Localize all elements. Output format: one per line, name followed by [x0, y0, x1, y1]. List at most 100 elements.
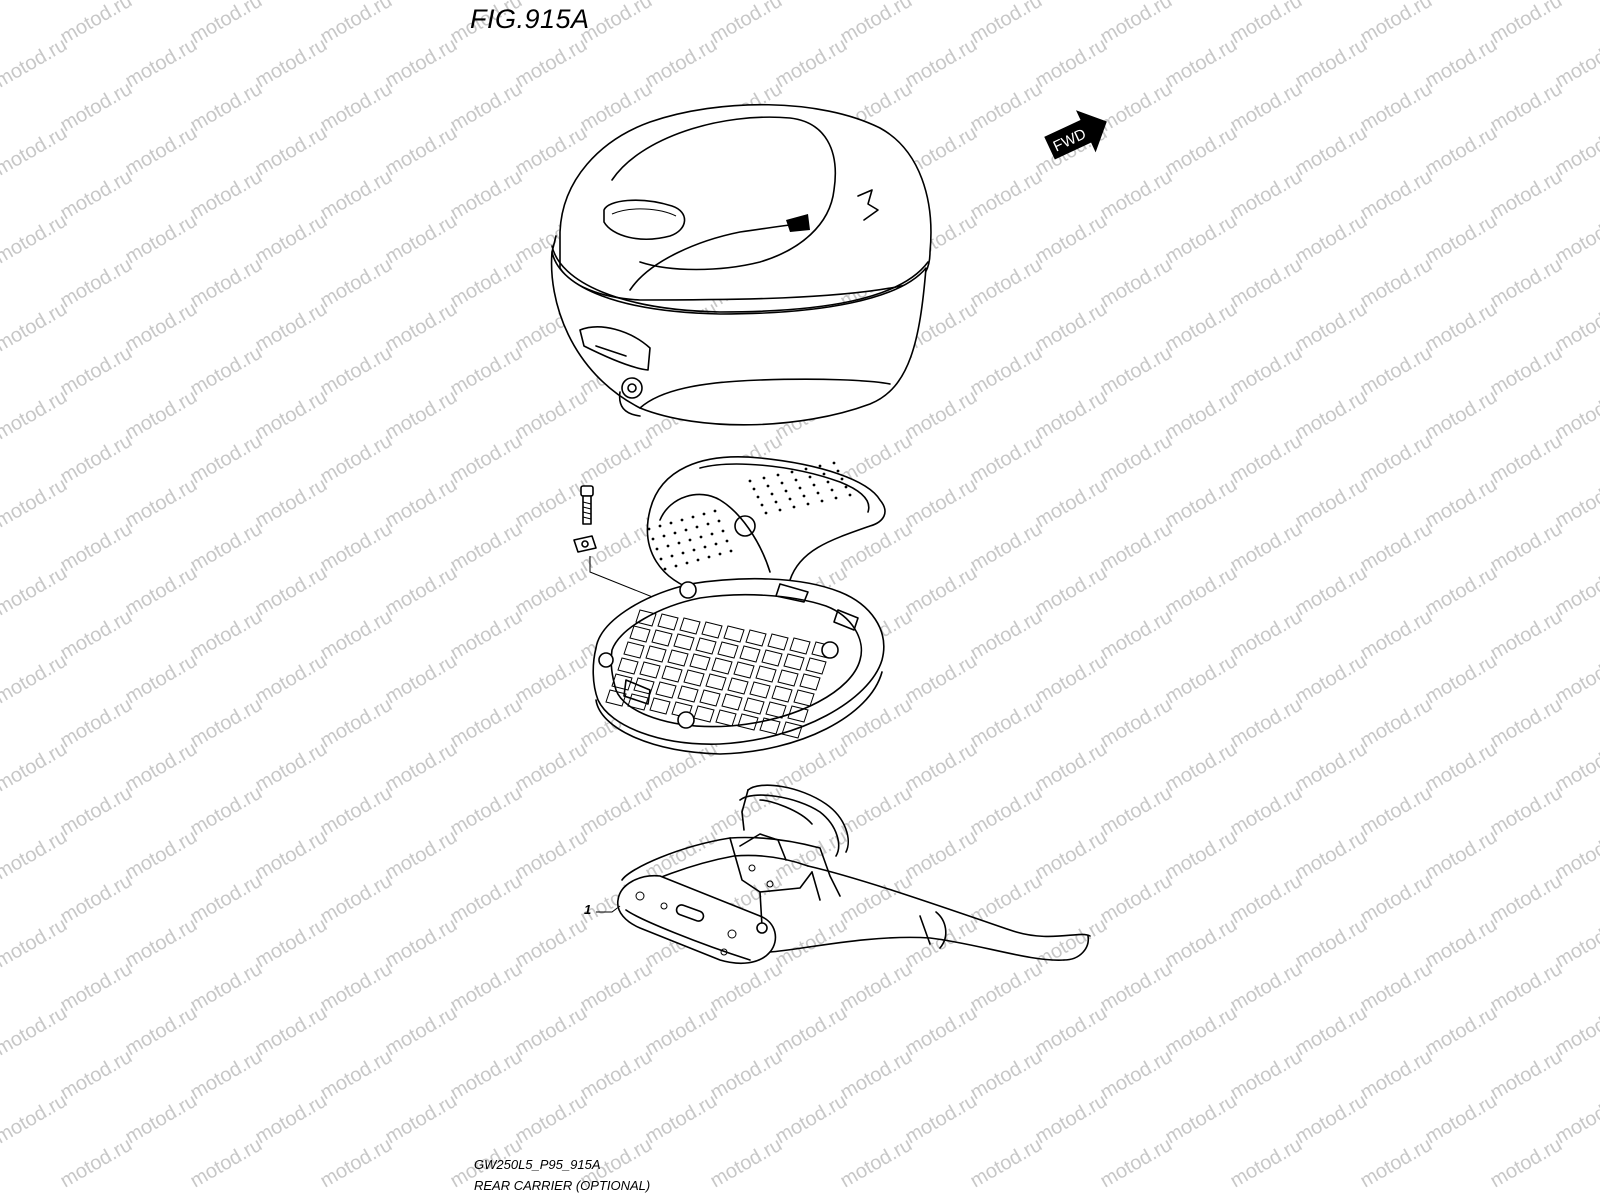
- pad-stud: [840, 477, 844, 481]
- pad-stud-pattern: [647, 461, 852, 571]
- pad-stud: [681, 551, 685, 555]
- grid-cell: [739, 645, 761, 663]
- grid-cell: [781, 721, 803, 739]
- backrest-pad: [646, 456, 886, 599]
- pad-stud: [804, 467, 808, 471]
- grid-cell: [635, 609, 657, 627]
- grid-cell: [721, 693, 743, 711]
- pad-stud: [685, 561, 689, 565]
- pad-stud: [818, 464, 822, 468]
- pad-stud: [703, 545, 707, 549]
- fwd-arrow-icon: FWD: [1044, 110, 1107, 160]
- grid-cell: [611, 673, 633, 691]
- pad-stud: [696, 558, 700, 562]
- figure-code: GW250L5_P95_915A: [474, 1157, 601, 1172]
- grid-cell: [629, 625, 651, 643]
- pad-stud: [713, 509, 717, 513]
- pad-stud: [778, 508, 782, 512]
- grid-cell: [683, 669, 705, 687]
- figure-title: FIG.915A: [470, 4, 590, 34]
- grid-cell: [771, 685, 793, 703]
- pad-stud: [647, 527, 651, 531]
- grid-cell: [805, 657, 827, 675]
- grid-cell: [733, 661, 755, 679]
- pad-stud: [776, 473, 780, 477]
- pad-stud: [844, 485, 848, 489]
- pad-stud: [826, 480, 830, 484]
- pad-stud: [836, 469, 840, 473]
- pad-stud: [752, 487, 756, 491]
- grid-cell: [723, 625, 745, 643]
- pad-stud: [669, 521, 673, 525]
- base-plate-grid: [605, 609, 833, 739]
- top-case-base-plate: [592, 577, 885, 755]
- grid-cell: [639, 661, 661, 679]
- grid-cell: [689, 653, 711, 671]
- pad-stud: [788, 497, 792, 501]
- pad-stud: [670, 554, 674, 558]
- pad-stud: [725, 539, 729, 543]
- pad-stud: [699, 535, 703, 539]
- pad-stud: [830, 488, 834, 492]
- pad-stud: [655, 547, 659, 551]
- pad-stud: [792, 505, 796, 509]
- grid-cell: [759, 717, 781, 735]
- pad-stud: [691, 515, 695, 519]
- mounting-washer: [573, 535, 597, 553]
- grid-cell: [777, 669, 799, 687]
- figure-caption: REAR CARRIER (OPTIONAL): [474, 1178, 651, 1193]
- grid-cell: [623, 641, 645, 659]
- grid-cell: [787, 705, 809, 723]
- pad-stud: [707, 555, 711, 559]
- grid-cell: [617, 657, 639, 675]
- pad-stud: [748, 479, 752, 483]
- pad-stud: [822, 472, 826, 476]
- grid-cell: [705, 673, 727, 691]
- grid-cell: [695, 637, 717, 655]
- pad-stud: [677, 541, 681, 545]
- grid-cell: [743, 697, 765, 715]
- grid-cell: [677, 685, 699, 703]
- grid-cell: [673, 633, 695, 651]
- grid-cell: [661, 665, 683, 683]
- pad-stud: [663, 567, 667, 571]
- grid-cell: [745, 629, 767, 647]
- pad-stud: [659, 557, 663, 561]
- grid-cell: [655, 681, 677, 699]
- top-case: [550, 103, 932, 426]
- pad-stud: [714, 542, 718, 546]
- pad-stud: [666, 544, 670, 548]
- pad-stud: [680, 518, 684, 522]
- rear-carrier: [616, 784, 1091, 965]
- grid-cell: [711, 657, 733, 675]
- pad-stud: [794, 478, 798, 482]
- pad-stud: [770, 492, 774, 496]
- pad-stud: [688, 538, 692, 542]
- grid-cell: [715, 709, 737, 727]
- pad-stud: [764, 511, 768, 515]
- pad-stud: [684, 528, 688, 532]
- pad-stud: [760, 503, 764, 507]
- pad-stud: [718, 552, 722, 556]
- pad-stud: [710, 532, 714, 536]
- grid-cell: [679, 617, 701, 635]
- pad-stud: [729, 549, 733, 553]
- pad-stud: [790, 470, 794, 474]
- pad-stud: [806, 502, 810, 506]
- pad-stud: [848, 493, 852, 497]
- pad-stud: [832, 461, 836, 465]
- pad-stud: [695, 525, 699, 529]
- grid-cell: [645, 645, 667, 663]
- grid-cell: [783, 653, 805, 671]
- pad-stud: [798, 486, 802, 490]
- grid-cell: [717, 641, 739, 659]
- grid-cell: [767, 633, 789, 651]
- pad-stud: [662, 534, 666, 538]
- grid-cell: [727, 677, 749, 695]
- grid-cell: [651, 629, 673, 647]
- grid-cell: [627, 693, 649, 711]
- pad-stud: [762, 476, 766, 480]
- grid-cell: [765, 701, 787, 719]
- part-callout-1[interactable]: 1: [584, 902, 592, 917]
